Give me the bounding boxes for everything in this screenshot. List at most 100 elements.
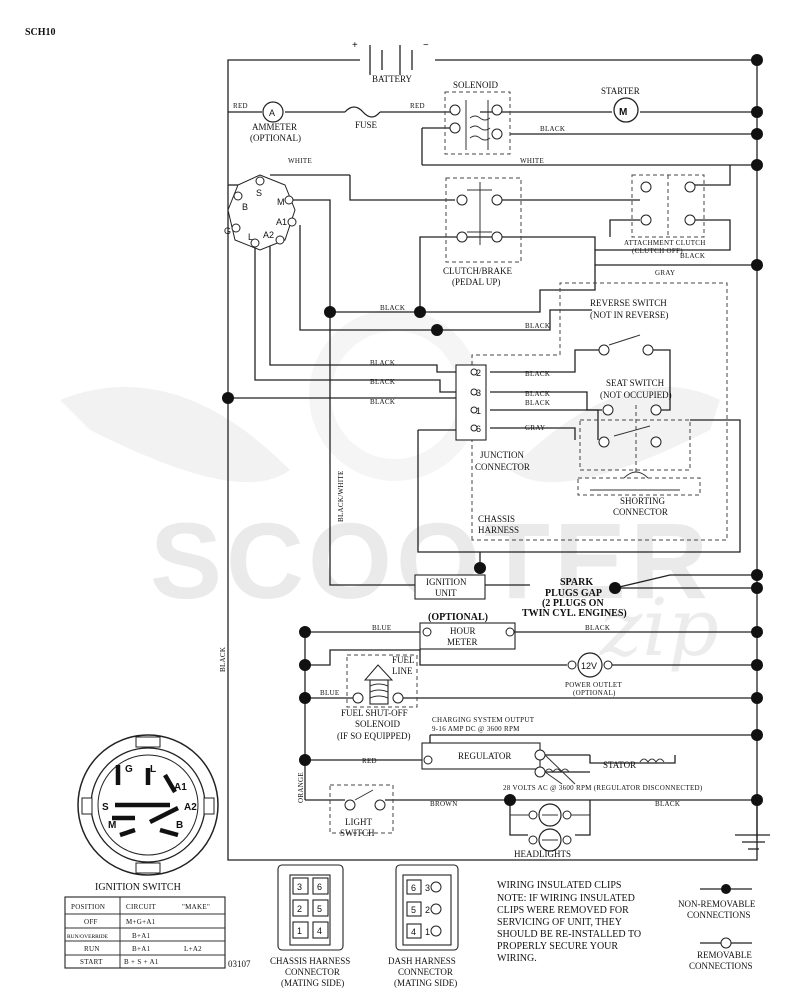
wire-red-2: RED bbox=[410, 102, 425, 110]
junction-label-1: JUNCTION bbox=[480, 450, 524, 460]
junction-pin-6: 6 bbox=[476, 424, 481, 434]
junction-pin-1: 1 bbox=[476, 406, 481, 416]
notes-line-3: SERVICING OF UNIT, THEY bbox=[497, 917, 622, 928]
wire-blue-2: BLUE bbox=[320, 689, 339, 697]
term-b: B bbox=[242, 202, 248, 212]
stator: STATOR 28 VOLTS AC @ 3600 RPM (REGULATOR… bbox=[503, 754, 703, 792]
chassis-connector-label-1: CHASSIS HARNESS bbox=[270, 956, 350, 966]
switch-pin-a2: A2 bbox=[184, 802, 197, 813]
chassis-pin-4: 4 bbox=[317, 926, 322, 936]
solenoid-label: SOLENOID bbox=[453, 80, 498, 90]
legend: NON-REMOVABLE CONNECTIONS REMOVABLE CONN… bbox=[678, 884, 756, 971]
fuel-solenoid-label-1: FUEL SHUT-OFF bbox=[341, 708, 408, 718]
spark-label-1: SPARK bbox=[560, 577, 593, 588]
clutch-brake: CLUTCH/BRAKE (PEDAL UP) bbox=[443, 177, 522, 287]
notes-line-4: SHOULD BE RE-INSTALLED TO bbox=[497, 929, 641, 940]
chassis-harness-connector: 3 6 2 5 1 4 CHASSIS HARNESS CONNECTOR (M… bbox=[270, 864, 350, 988]
switch-pin-g: G bbox=[125, 764, 133, 775]
notes-line-6: WIRING. bbox=[497, 953, 537, 964]
chassis-harness: CHASSIS HARNESS bbox=[471, 282, 728, 541]
legend-non-removable-1: NON-REMOVABLE bbox=[678, 899, 756, 909]
chassis-pin-1: 1 bbox=[297, 926, 302, 936]
chassis-pin-5: 5 bbox=[317, 904, 322, 914]
ammeter: A AMMETER (OPTIONAL) bbox=[250, 101, 301, 143]
wire-black-6: BLACK bbox=[525, 390, 550, 398]
charging-label-1: CHARGING SYSTEM OUTPUT bbox=[432, 716, 535, 724]
table-row-2-make: L+A2 bbox=[184, 945, 202, 953]
term-m: M bbox=[277, 197, 285, 207]
battery-minus: − bbox=[423, 40, 429, 51]
chassis-harness-label-1: CHASSIS bbox=[478, 514, 515, 524]
table-row-0-pos: OFF bbox=[84, 918, 98, 926]
term-s: S bbox=[256, 188, 262, 198]
junction-connector: 2 3 1 6 JUNCTION CONNECTOR bbox=[455, 364, 530, 472]
attachment-clutch-state: (CLUTCH OFF) bbox=[632, 247, 683, 255]
dash-connector-label-1: DASH HARNESS bbox=[388, 956, 456, 966]
stator-ac-label: 28 VOLTS AC @ 3600 RPM (REGULATOR DISCON… bbox=[503, 784, 703, 792]
ignition-switch-face: G L A1 S A2 M B IGNITION SWITCH bbox=[77, 734, 219, 893]
headlights: HEADLIGHTS bbox=[510, 803, 590, 859]
table-row-0-circ: M+G+A1 bbox=[126, 918, 156, 926]
reverse-switch: REVERSE SWITCH (NOT IN REVERSE) bbox=[590, 298, 668, 356]
term-a1: A1 bbox=[276, 217, 287, 227]
wire-white-1: WHITE bbox=[288, 157, 312, 165]
power-outlet-optional: (OPTIONAL) bbox=[573, 689, 616, 697]
light-switch-label-1: LIGHT bbox=[345, 817, 372, 827]
ignition-unit-label-2: UNIT bbox=[435, 588, 457, 598]
diagram-number: 03107 bbox=[228, 959, 251, 969]
fuel-solenoid-label-2: SOLENOID bbox=[355, 719, 400, 729]
table-header-make: "MAKE" bbox=[182, 903, 210, 911]
notes-line-5: PROPERLY SECURE YOUR bbox=[497, 941, 618, 952]
starter: M STARTER bbox=[601, 86, 640, 123]
power-outlet-symbol: 12V bbox=[581, 661, 597, 671]
spark-label-3: (2 PLUGS ON bbox=[542, 598, 604, 609]
watermark: SCOOTER zip bbox=[60, 309, 720, 674]
hour-meter-optional: (OPTIONAL) bbox=[428, 612, 488, 623]
junction-pin-2: 2 bbox=[476, 368, 481, 378]
wire-gray-2: GRAY bbox=[525, 424, 545, 432]
table-row-2-circ: B+A1 bbox=[132, 945, 151, 953]
model-code: SCH10 bbox=[25, 27, 56, 38]
term-l: L bbox=[248, 232, 253, 242]
regulator-label: REGULATOR bbox=[458, 751, 511, 761]
wire-black-2: BLACK bbox=[680, 252, 705, 260]
wire-black-1: BLACK bbox=[540, 125, 565, 133]
clutch-brake-state: (PEDAL UP) bbox=[452, 277, 500, 287]
dash-pin-6: 6 bbox=[411, 883, 416, 893]
ammeter-optional: (OPTIONAL) bbox=[250, 133, 301, 143]
wire-black-5: BLACK bbox=[525, 370, 550, 378]
starter-label: STARTER bbox=[601, 86, 640, 96]
junction-label-2: CONNECTOR bbox=[475, 462, 530, 472]
junction-pin-3: 3 bbox=[476, 388, 481, 398]
legend-removable-2: CONNECTIONS bbox=[689, 961, 753, 971]
wire-black-9: BLACK bbox=[370, 378, 395, 386]
wire-orange: ORANGE bbox=[297, 772, 305, 803]
switch-pin-b: B bbox=[176, 820, 183, 831]
table-row-3-pos: START bbox=[80, 958, 103, 966]
dash-pin-4: 4 bbox=[411, 927, 416, 937]
legend-non-removable-2: CONNECTIONS bbox=[687, 910, 751, 920]
power-outlet-label: POWER OUTLET bbox=[565, 681, 622, 689]
chassis-pin-2: 2 bbox=[297, 904, 302, 914]
ignition-switch-title: IGNITION SWITCH bbox=[95, 882, 181, 893]
switch-pin-a1: A1 bbox=[174, 782, 187, 793]
ignition-unit: IGNITION UNIT bbox=[414, 574, 486, 600]
dash-connector-label-3: (MATING SIDE) bbox=[394, 978, 457, 988]
dash-pin-2: 2 bbox=[425, 905, 430, 915]
watermark-text: SCOOTER bbox=[150, 500, 712, 621]
table-row-1-circ: B+A1 bbox=[132, 932, 151, 940]
chassis-pin-6: 6 bbox=[317, 882, 322, 892]
stator-label: STATOR bbox=[603, 760, 636, 770]
chassis-pin-3: 3 bbox=[297, 882, 302, 892]
fuse-label: FUSE bbox=[355, 120, 378, 130]
dash-pin-1: 1 bbox=[425, 927, 430, 937]
fuse: FUSE bbox=[344, 106, 381, 130]
switch-pin-l: L bbox=[150, 764, 156, 775]
wire-black-white: BLACK/WHITE bbox=[337, 470, 345, 522]
seat-switch-label: SEAT SWITCH bbox=[606, 378, 665, 388]
spark-label-4: TWIN CYL. ENGINES) bbox=[522, 608, 627, 619]
table-header-position: POSITION bbox=[71, 903, 105, 911]
wiring-notes: WIRING INSULATED CLIPS NOTE: IF WIRING I… bbox=[497, 880, 641, 964]
shorting-label-2: CONNECTOR bbox=[613, 507, 668, 517]
term-g: G bbox=[224, 226, 231, 236]
